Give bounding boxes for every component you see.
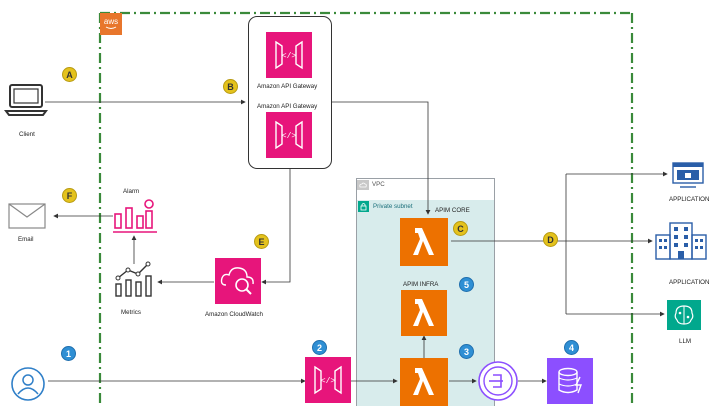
dynamodb-icon	[547, 358, 593, 404]
step-marker-3: 3	[459, 344, 474, 359]
alarm-label: Alarm	[123, 188, 140, 195]
api-gateway-1-label: Amazon API Gateway	[257, 83, 318, 90]
step-marker-5: 5	[459, 277, 474, 292]
apim-core-label: APIM CORE	[435, 207, 470, 214]
step-marker-d: D	[543, 232, 558, 247]
llm-icon	[667, 300, 701, 330]
application-icon	[672, 162, 704, 188]
private-subnet-label: Private subnet	[373, 203, 413, 210]
client-label: Client	[19, 131, 35, 138]
aws-logo-text: aws	[103, 17, 119, 26]
lambda-icon	[400, 218, 448, 266]
svg-text:</>: </>	[321, 377, 336, 386]
privatelink-icon	[478, 361, 518, 401]
api-gateway-icon: </>	[305, 357, 351, 403]
step-marker-2: 2	[312, 340, 327, 355]
laptop-icon	[4, 84, 48, 116]
api-gateway-2-label: Amazon API Gateway	[257, 103, 318, 110]
lock-icon	[358, 201, 369, 212]
step-marker-e: E	[254, 234, 269, 249]
api-gateway-icon: </>	[266, 32, 312, 78]
step-marker-f: F	[62, 188, 77, 203]
svg-text:</>: </>	[282, 52, 297, 61]
lambda-icon	[400, 358, 448, 406]
vpc-label: VPC	[372, 181, 385, 188]
email-icon	[8, 203, 46, 229]
step-marker-a: A	[62, 67, 77, 82]
lambda-icon	[401, 290, 447, 336]
user-icon	[11, 367, 45, 401]
apim-infra-label: APIM INFRA	[403, 281, 439, 288]
email-label: Email	[18, 236, 34, 243]
application-1-label: APPLICATION	[669, 196, 710, 203]
cloudwatch-label: Amazon CloudWatch	[205, 311, 263, 318]
api-gateway-icon: </>	[266, 112, 312, 158]
metrics-label: Metrics	[121, 309, 141, 316]
svg-text:</>: </>	[282, 132, 297, 141]
llm-label: LLM	[679, 338, 692, 345]
step-marker-1: 1	[61, 346, 76, 361]
cloudwatch-icon	[215, 258, 261, 304]
alarm-icon	[113, 199, 157, 233]
metrics-icon	[115, 261, 152, 297]
building-icon	[655, 222, 707, 260]
step-marker-c: C	[453, 221, 468, 236]
step-marker-4: 4	[564, 340, 579, 355]
aws-logo: aws	[100, 13, 122, 35]
application-2-label: APPLICATION	[669, 279, 710, 286]
step-marker-b: B	[223, 79, 238, 94]
vpc-cloud-icon	[357, 180, 369, 190]
